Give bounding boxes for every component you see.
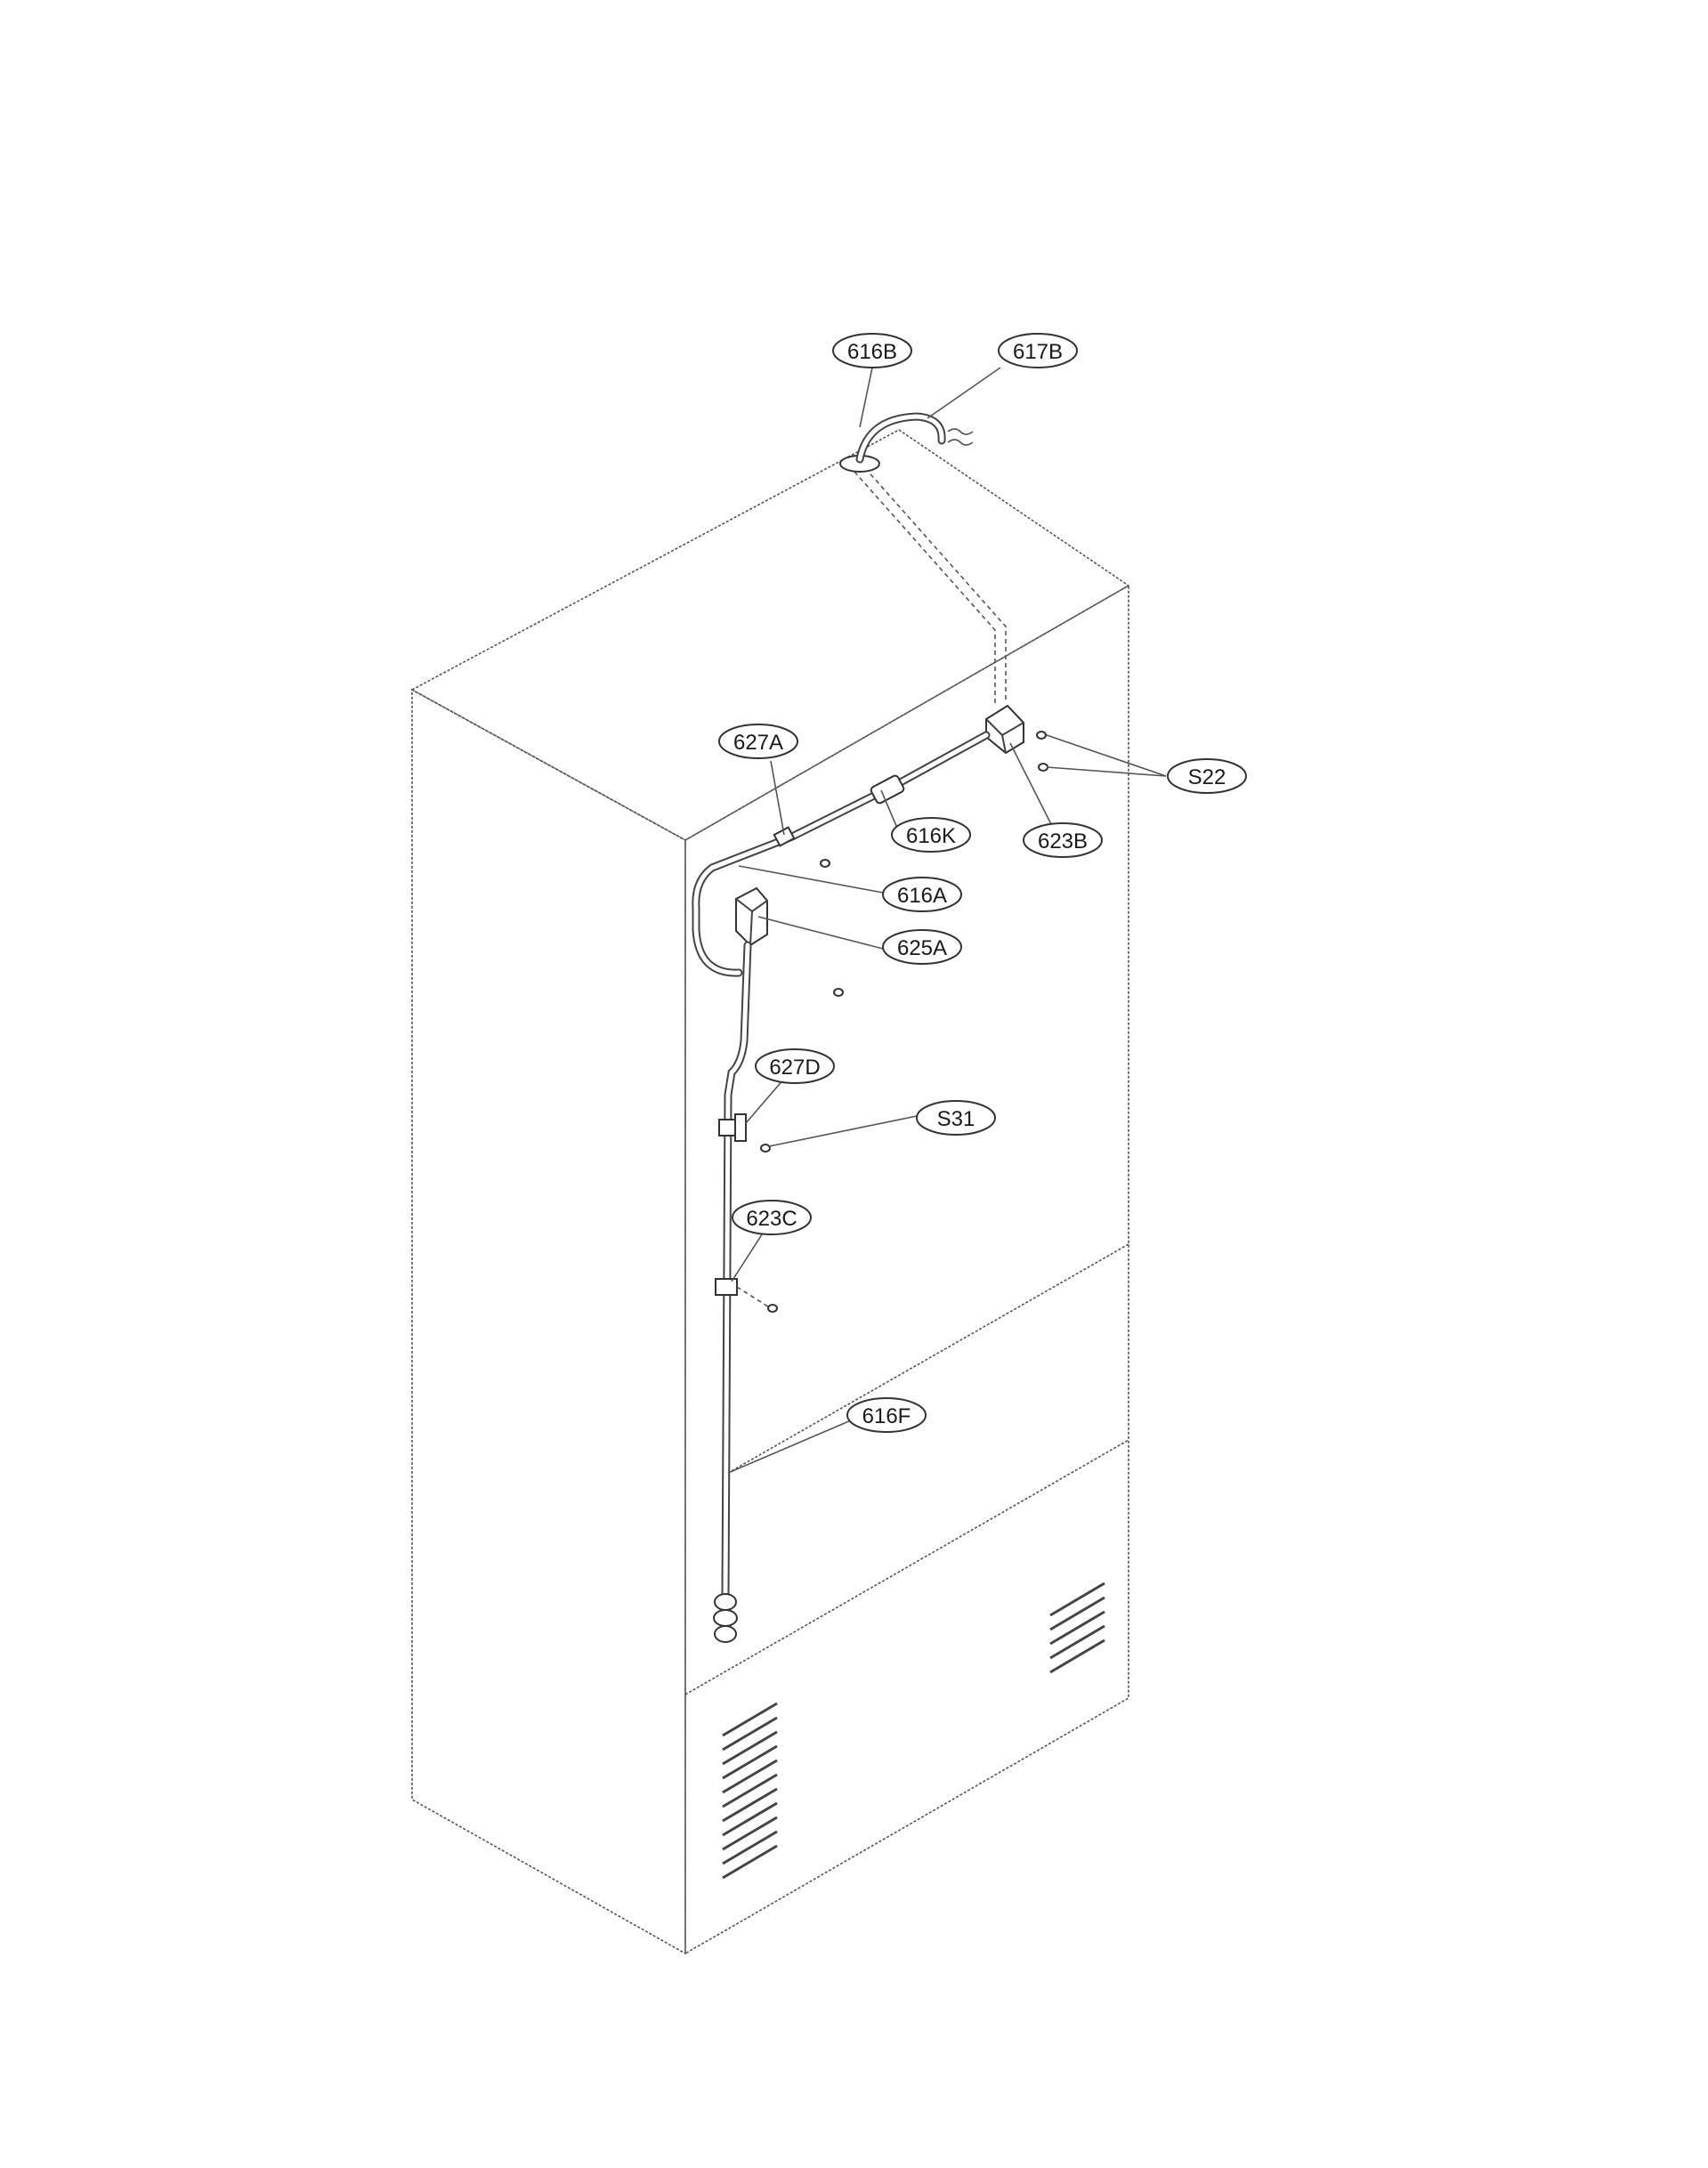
screw [760, 1144, 771, 1153]
label-627d: 627D [769, 1056, 820, 1080]
callout-623c: 623C [732, 1200, 812, 1235]
label-616f: 616F [862, 1404, 911, 1428]
clamp-623c [715, 1278, 738, 1296]
callout-625a: 625A [882, 929, 962, 965]
screw [833, 988, 844, 997]
screw [767, 1304, 778, 1313]
callout-s31: S31 [916, 1100, 996, 1136]
callout-617b: 617B [998, 333, 1078, 368]
water-tube-vertical [713, 941, 778, 1643]
screw [1038, 763, 1048, 772]
callout-616a: 616A [882, 877, 962, 912]
tube-fitting-bottom [714, 1593, 737, 1611]
tube-connector-616k [870, 774, 905, 805]
vent-grille-right [1049, 1582, 1105, 1674]
label-627a: 627A [733, 731, 783, 755]
cut-mark [947, 428, 974, 435]
label-623b: 623B [1038, 829, 1088, 853]
label-616b: 616B [847, 340, 897, 364]
label-625a: 625A [897, 936, 947, 960]
machine-compartment-top-edge [727, 1243, 1129, 1474]
machine-compartment-bottom-edge [684, 1439, 1129, 1695]
water-tube-horizontal [692, 731, 991, 977]
screw [820, 859, 830, 868]
callout-627a: 627A [718, 724, 798, 759]
label-s31: S31 [937, 1107, 975, 1131]
water-valve-623b [985, 704, 1048, 772]
callout-616f: 616F [846, 1397, 927, 1433]
vent-grille-left [722, 1702, 778, 1880]
leader-lines [727, 367, 1167, 1474]
callout-627d: 627D [755, 1048, 835, 1084]
callout-623b: 623B [1023, 822, 1103, 858]
label-s22: S22 [1188, 765, 1226, 789]
callout-s22: S22 [1167, 758, 1247, 794]
callout-616k: 616K [891, 817, 971, 853]
label-617b: 617B [1013, 340, 1063, 364]
water-tube-top [839, 412, 1007, 703]
callout-616b: 616B [832, 333, 912, 368]
label-616k: 616K [906, 824, 956, 848]
screw [1036, 731, 1047, 740]
clamp-627a [773, 826, 796, 847]
refrigerator-cabinet [410, 429, 1130, 1955]
valve-625a [735, 886, 844, 997]
label-616a: 616A [897, 884, 947, 908]
cabinet-top [410, 429, 1130, 841]
label-623c: 623C [746, 1207, 797, 1231]
cabinet-back [684, 584, 1129, 1955]
cabinet-side [411, 688, 686, 1955]
